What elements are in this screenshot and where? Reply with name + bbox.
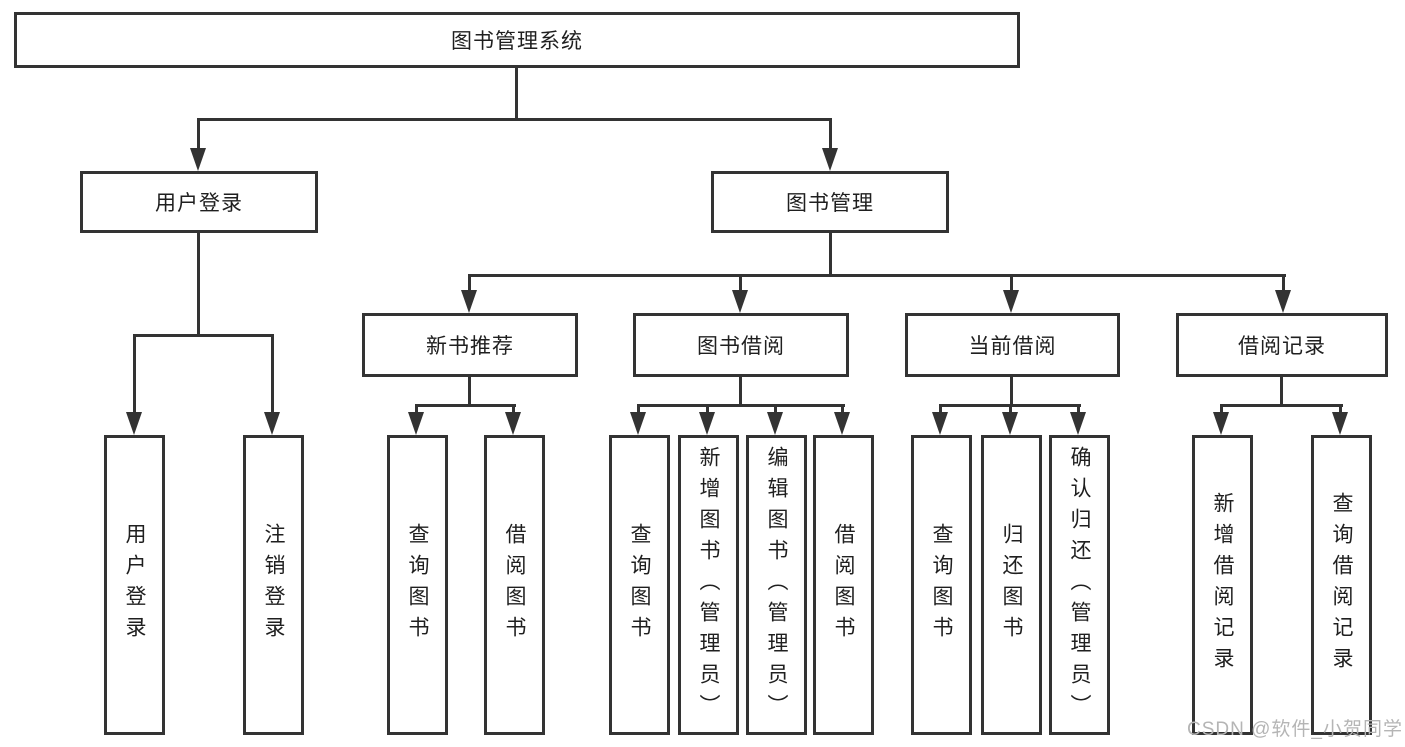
- leaf-logout: 注销登录: [243, 435, 304, 735]
- arrow-down-icon: [1275, 274, 1292, 313]
- connector-book-borrow-split: [638, 404, 845, 407]
- node-root: 图书管理系统: [14, 12, 1020, 68]
- connector-new-book-split: [416, 404, 516, 407]
- leaf-newbook-borrow: 借阅图书: [484, 435, 545, 735]
- arrow-down-icon: [126, 334, 143, 435]
- connector-new-book-drop: [468, 377, 471, 407]
- arrow-down-icon: [699, 404, 716, 435]
- connector-level3-split: [469, 274, 1286, 277]
- leaf-borrow-edit: 编辑图书（管理员）: [746, 435, 807, 735]
- leaf-records-add: 新增借阅记录: [1192, 435, 1253, 735]
- connector-user-login-drop: [197, 233, 200, 337]
- node-book-mgmt: 图书管理: [711, 171, 949, 233]
- arrow-down-icon: [834, 404, 851, 435]
- connector-records-drop: [1280, 377, 1283, 407]
- connector-level2-split: [198, 118, 832, 121]
- arrow-down-icon: [1002, 404, 1019, 435]
- leaf-current-query: 查询图书: [911, 435, 972, 735]
- connector-records-split: [1221, 404, 1343, 407]
- arrow-down-icon: [264, 334, 281, 435]
- node-book-borrow: 图书借阅: [633, 313, 849, 377]
- connector-book-mgmt-drop: [829, 233, 832, 277]
- leaf-newbook-query: 查询图书: [387, 435, 448, 735]
- node-current-borrow: 当前借阅: [905, 313, 1120, 377]
- node-new-book: 新书推荐: [362, 313, 578, 377]
- leaf-records-query: 查询借阅记录: [1311, 435, 1372, 735]
- arrow-down-icon: [408, 404, 425, 435]
- leaf-user-login: 用户登录: [104, 435, 165, 735]
- node-borrow-records: 借阅记录: [1176, 313, 1388, 377]
- arrow-down-icon: [767, 404, 784, 435]
- arrow-down-icon: [461, 274, 478, 313]
- leaf-current-return: 归还图书: [981, 435, 1042, 735]
- connector-root-drop: [515, 68, 518, 120]
- leaf-borrow-add: 新增图书（管理员）: [678, 435, 739, 735]
- arrow-down-icon: [822, 118, 839, 171]
- csdn-watermark: CSDN @软件_小贺同学: [1187, 719, 1403, 740]
- arrow-down-icon: [932, 404, 949, 435]
- arrow-down-icon: [732, 274, 749, 313]
- arrow-down-icon: [1332, 404, 1349, 435]
- arrow-down-icon: [1213, 404, 1230, 435]
- node-user-login: 用户登录: [80, 171, 318, 233]
- leaf-current-confirm: 确认归还（管理员）: [1049, 435, 1110, 735]
- arrow-down-icon: [1003, 274, 1020, 313]
- connector-book-borrow-drop: [739, 377, 742, 407]
- arrow-down-icon: [190, 118, 207, 171]
- leaf-borrow-query: 查询图书: [609, 435, 670, 735]
- arrow-down-icon: [1070, 404, 1087, 435]
- arrow-down-icon: [630, 404, 647, 435]
- leaf-borrow-borrow: 借阅图书: [813, 435, 874, 735]
- arrow-down-icon: [505, 404, 522, 435]
- connector-user-login-split: [134, 334, 274, 337]
- connector-current-borrow-drop: [1010, 377, 1013, 407]
